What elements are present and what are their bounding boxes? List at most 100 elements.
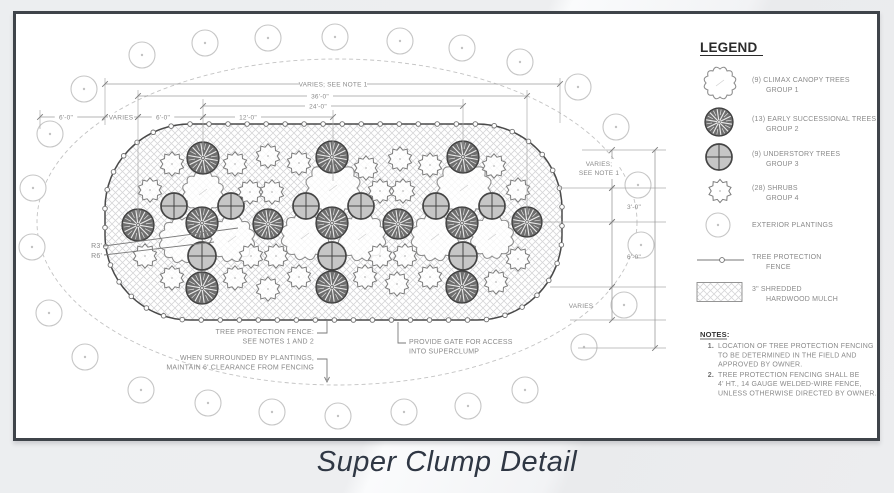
fence-post: [110, 169, 117, 175]
leader-line: [103, 241, 215, 256]
fence-post: [445, 317, 452, 323]
dimension-label: 6'-0": [59, 114, 73, 121]
fence-post: [320, 121, 326, 127]
fence-post: [187, 121, 193, 127]
fence-post: [198, 317, 204, 323]
note-text: LOCATION OF TREE PROTECTION FENCING: [718, 343, 874, 350]
notes-heading: NOTES:: [700, 330, 730, 339]
fence-post: [434, 121, 440, 127]
drawing-title: Super Clump Detail: [316, 446, 578, 478]
leader-line: [317, 321, 328, 334]
fence-post: [236, 317, 243, 323]
callout-text: MAINTAIN 6' CLEARANCE FROM FENCING: [166, 365, 314, 372]
fence-post: [539, 151, 545, 158]
fence-post: [143, 305, 150, 311]
fence-post: [358, 121, 364, 127]
fence-post: [534, 292, 540, 298]
fence-post: [134, 139, 140, 146]
fence-post: [554, 260, 560, 267]
fence-post: [168, 123, 174, 129]
callout-text: R3': [91, 243, 102, 250]
legend-item-group: GROUP 4: [766, 195, 799, 202]
fence-post: [472, 121, 479, 127]
fence-post: [426, 317, 433, 323]
fence-post: [559, 204, 565, 210]
fence-post: [160, 313, 167, 319]
callout-text: R6': [91, 253, 102, 260]
legend-item-label: (9) CLIMAX CANOPY TREES: [752, 77, 850, 84]
fence-post: [509, 128, 515, 135]
legend-item-group: HARDWOOD MULCH: [766, 296, 838, 303]
fence-post: [546, 277, 552, 284]
exterior-plantings: [18, 23, 655, 430]
fence-post: [350, 317, 357, 323]
fence-post: [244, 121, 250, 127]
dimension-label: VARIES: [569, 303, 594, 310]
note-text: TREE PROTECTION FENCING SHALL BE: [718, 372, 860, 379]
leader-line: [397, 322, 406, 344]
legend-item-label: TREE PROTECTION: [752, 254, 822, 261]
note-text: 4' HT., 14 GAUGE WELDED-WIRE FENCE,: [718, 381, 862, 388]
legend-item-label: (9) UNDERSTORY TREES: [752, 151, 840, 158]
fence-post: [282, 121, 288, 127]
fence-post: [519, 304, 525, 310]
legend-item-label: (13) EARLY SUCCESSIONAL TREES: [752, 116, 876, 123]
callout-annotations: TREE PROTECTION FENCE: SEE NOTES 1 AND 2 W…: [91, 227, 513, 384]
callout-text: PROVIDE GATE FOR ACCESS: [409, 339, 513, 346]
understory-trees: [160, 192, 506, 271]
legend-item-group: GROUP 3: [766, 161, 799, 168]
legend-item-group: FENCE: [766, 264, 791, 271]
dimension-label: VARIES;: [586, 161, 613, 168]
note-text: UNLESS OTHERWISE DIRECTED BY OWNER.: [718, 391, 877, 398]
fence-post: [206, 121, 212, 127]
dimension-label: 12'-0": [239, 114, 257, 121]
fence-post: [102, 205, 108, 212]
legend-heading: LEGEND: [700, 40, 758, 55]
fence-post: [107, 262, 114, 268]
dimension-label: SEE NOTE 1: [579, 170, 619, 177]
notes: NOTES: 1. LOCATION OF TREE PROTECTION FENC…: [700, 330, 877, 398]
dimensions: VARIES; SEE NOTE 136'-0"24'-0"6'-0"VARIE…: [36, 78, 666, 352]
fence-post: [377, 121, 383, 127]
fence-post: [331, 317, 338, 323]
fence-post: [301, 121, 307, 127]
callout-text: INTO SUPERCLUMP: [409, 349, 479, 356]
fence-post: [369, 317, 376, 323]
fence-post: [525, 138, 532, 145]
svg-text:2.: 2.: [708, 372, 714, 379]
fence-post: [179, 316, 185, 323]
shrubs: [132, 143, 531, 302]
callout-text: WHEN SURROUNDED BY PLANTINGS,: [180, 355, 314, 362]
callout-text: SEE NOTES 1 AND 2: [243, 339, 314, 346]
fence-post: [312, 317, 319, 323]
note-text: APPROVED BY OWNER.: [718, 362, 802, 369]
dimension-label: 24'-0": [309, 103, 327, 110]
legend-item-group: GROUP 1: [766, 87, 799, 94]
legend-item-label: 3" SHREDDED: [752, 286, 802, 293]
mulch-symbol: [696, 282, 743, 302]
callout-text: TREE PROTECTION FENCE:: [215, 329, 314, 336]
fence-post: [116, 279, 122, 285]
fence-post: [263, 121, 269, 127]
fence-post: [339, 121, 345, 127]
dimension-label: 6'-0": [627, 254, 641, 261]
fence-post: [415, 121, 421, 127]
fence-post: [483, 316, 490, 323]
fence-post: [549, 167, 556, 174]
fence-post: [388, 317, 395, 323]
fence-post: [464, 317, 471, 323]
leader-line: [317, 358, 328, 380]
fence-post: [453, 121, 460, 127]
fence-post: [128, 293, 135, 300]
early-successional-trees: [121, 140, 543, 305]
legend-item-label: EXTERIOR PLANTINGS: [752, 222, 833, 229]
fence-post: [396, 121, 402, 127]
fence-post: [104, 186, 110, 193]
fence-post: [407, 317, 414, 323]
dimension-label: VARIES: [109, 114, 134, 121]
fence-post: [102, 224, 108, 231]
svg-text:1.: 1.: [708, 343, 714, 350]
fence-post: [274, 317, 281, 323]
